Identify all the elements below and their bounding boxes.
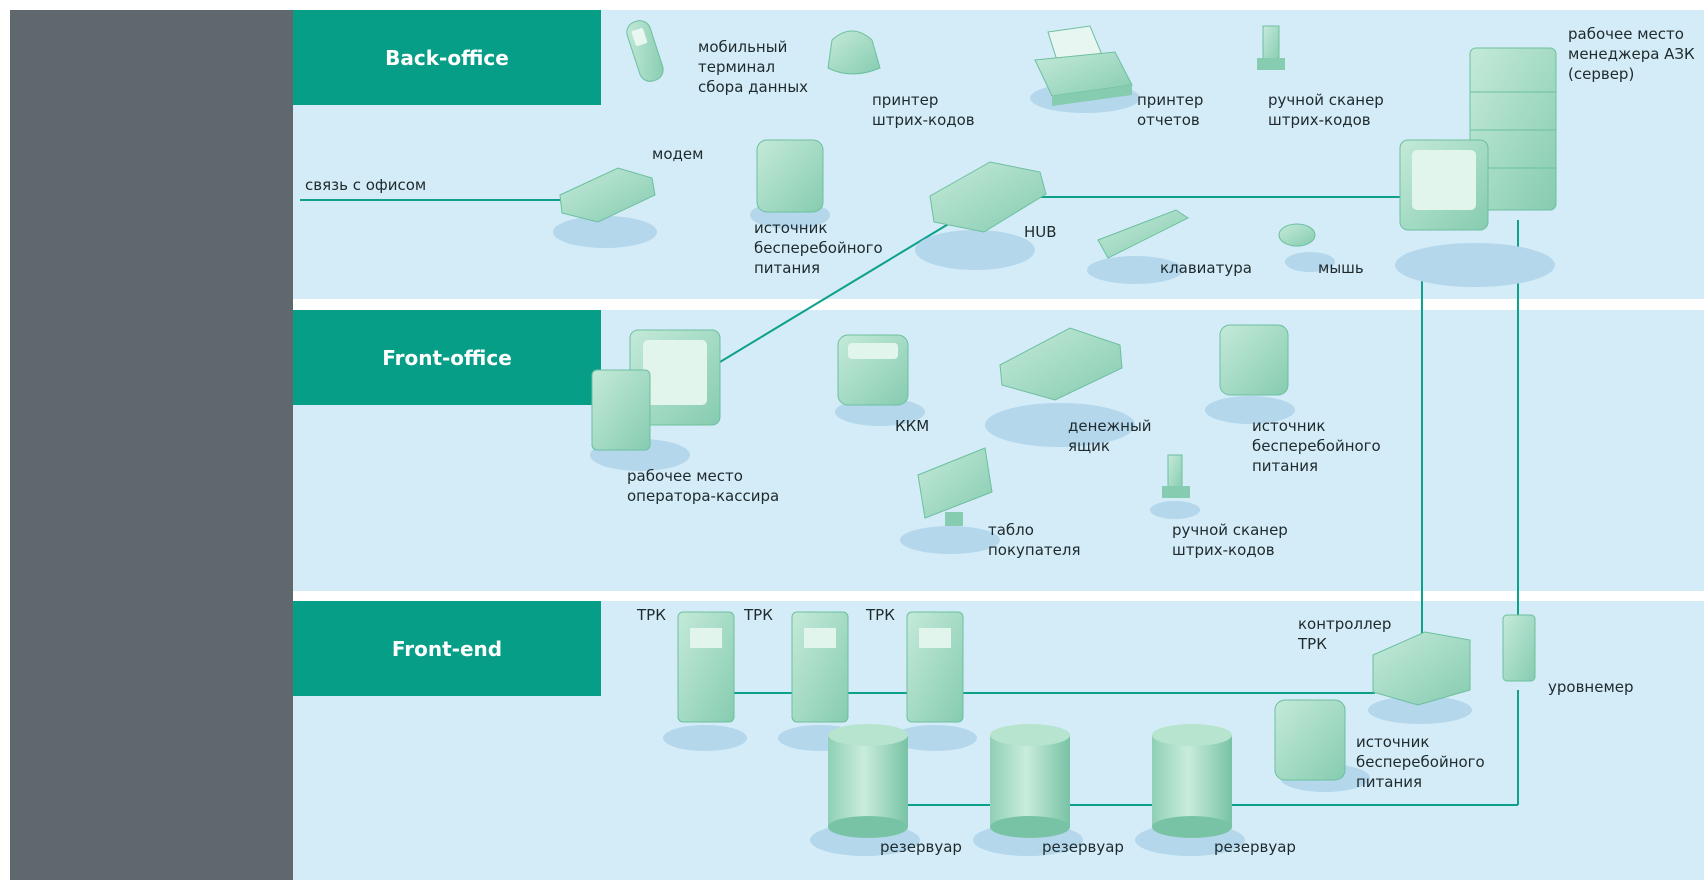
dispenser-label-2: ТРК (744, 606, 773, 624)
modem-label: модем (652, 145, 704, 163)
front-end-tab: Front-end (293, 601, 601, 696)
hub-icon (929, 161, 1047, 233)
hub-to-cashier-line (714, 219, 956, 366)
mouse-label: мышь (1318, 259, 1364, 277)
hand-scanner-icon (1257, 25, 1285, 70)
tank-icon-2 (990, 724, 1070, 838)
customer-display-icon (917, 447, 993, 526)
mobile-terminal-icon (626, 20, 664, 82)
front-office-tab: Front-office (293, 310, 601, 405)
ups-icon (756, 139, 824, 213)
kkm-icon (837, 334, 909, 406)
tank-label-3: резервуар (1214, 838, 1296, 856)
kkm-label: ККМ (895, 417, 930, 435)
modem-icon (559, 167, 656, 223)
dispenser-label-1: ТРК (637, 606, 666, 624)
cashier-workstation-icon (591, 329, 721, 451)
report-printer-icon (1034, 25, 1133, 106)
manager-server-icon (1399, 47, 1557, 231)
cash-drawer-icon (999, 327, 1123, 401)
keyboard-icon (1097, 209, 1189, 259)
tank-icon-1 (828, 724, 908, 838)
end-ups-icon (1274, 699, 1346, 781)
left-sidebar (10, 10, 293, 880)
tank-icon-3 (1152, 724, 1232, 838)
back-office-tab: Back-office (293, 10, 601, 105)
level-gauge-icon (1502, 614, 1536, 682)
hub-label: HUB (1024, 223, 1057, 241)
mouse-icon (1278, 223, 1316, 247)
level-gauge-label: уровнемер (1548, 678, 1634, 696)
barcode-printer-icon (827, 30, 881, 75)
tank-label-1: резервуар (880, 838, 962, 856)
dispenser-icon-3 (906, 611, 964, 723)
dispenser-icon-2 (791, 611, 849, 723)
tank-label-2: резервуар (1042, 838, 1124, 856)
front-ups-icon (1219, 324, 1289, 396)
keyboard-label: клавиатура (1160, 259, 1252, 277)
office-link-label: связь с офисом (305, 176, 427, 194)
front-hand-scanner-icon (1162, 454, 1190, 498)
dispenser-controller-icon (1372, 631, 1471, 706)
dispenser-label-3: ТРК (866, 606, 895, 624)
dispenser-icon-1 (677, 611, 735, 723)
